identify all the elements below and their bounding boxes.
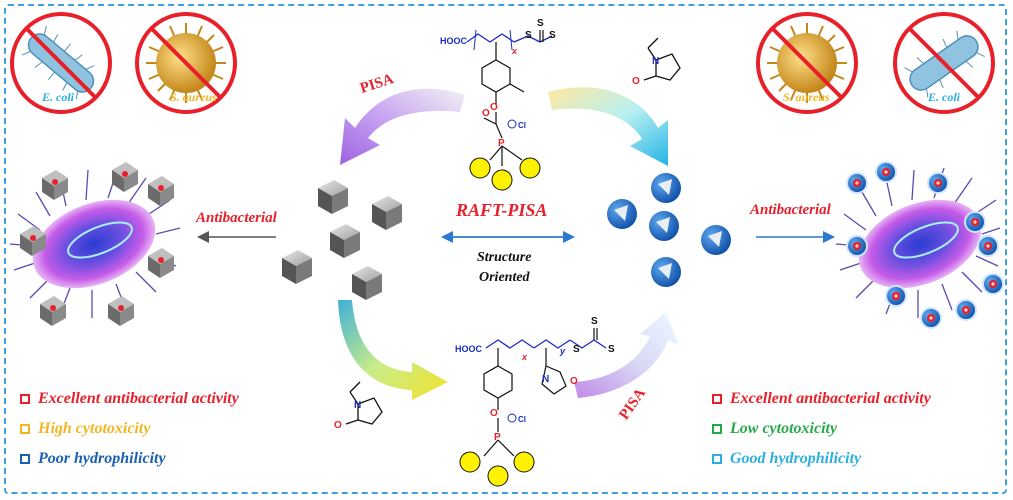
no-saureus-left-icon: [135, 12, 237, 114]
legend-right-item: Low cytotoxicity: [712, 420, 837, 438]
raft-pisa-label: RAFT-PISA: [456, 200, 548, 220]
legend-left-text: High cytotoxicity: [38, 420, 151, 437]
saureus-right-label: S. aureus: [783, 90, 830, 104]
y-subscript-bottom: y: [559, 346, 566, 356]
dashed-frame: [4, 4, 1007, 494]
legend-left-text: Excellent antibacterial activity: [38, 390, 239, 407]
legend-right-item: Good hydrophilicity: [712, 450, 861, 468]
legend-right-swatch: [712, 454, 722, 464]
s-atom-top-1: S: [525, 30, 532, 41]
legend-right-text: Good hydrophilicity: [730, 450, 862, 467]
n-atom-top: N: [652, 56, 659, 67]
legend-left-swatch: [20, 454, 30, 464]
s-atom-top-3: S: [549, 30, 556, 41]
o-atom-top-2: O: [482, 108, 490, 119]
x-subscript-top: x: [511, 46, 518, 56]
o-atom-top: O: [490, 102, 498, 113]
legend-left-swatch: [20, 424, 30, 434]
pisa-bottom-left-curved-arrow: [338, 300, 448, 400]
legend-right-swatch: [712, 394, 722, 404]
p-atom-bottom: P: [494, 432, 501, 443]
hooc-label-bottom: HOOC: [455, 344, 483, 354]
legend-left-item: Poor hydrophilicity: [20, 450, 166, 468]
bacterium-left-icon: [9, 162, 181, 326]
no-saureus-right-icon: [756, 12, 858, 114]
legend-right-swatch: [712, 424, 722, 434]
micelle-cluster: [607, 173, 731, 287]
legend-left-swatch: [20, 394, 30, 404]
o-atom-bottom: O: [490, 408, 498, 419]
o-atom-nvp-bottom: O: [334, 420, 342, 431]
ecoli-left-label: E. coli: [42, 90, 74, 104]
no-ecoli-left-icon: [10, 12, 112, 114]
saureus-left-label: S. aureus: [170, 90, 217, 104]
pisa-top-left-curved-arrow: [340, 88, 465, 165]
structure-label: Structure: [477, 250, 532, 265]
p-atom-top: P: [498, 138, 505, 149]
n-atom-nvp-bottom: N: [354, 400, 361, 411]
legend-left-item: High cytotoxicity: [20, 420, 150, 438]
cl-atom-top: Cl: [518, 121, 526, 130]
pisa-bottom-right-curved-arrow: [574, 312, 678, 398]
hooc-label-top: HOOC: [440, 36, 468, 46]
macro-cta-structure: [466, 29, 553, 191]
nvp-monomer-bottom: [345, 381, 383, 425]
o-atom-nvp-top: O: [632, 76, 640, 87]
nanocube-cluster: [282, 180, 402, 300]
antibacterial-left-label: Antibacterial: [196, 210, 277, 226]
s-atom-top-2: S: [537, 18, 544, 29]
pisa-top-right-curved-arrow: [548, 87, 668, 166]
s-atom-bottom-3: S: [608, 344, 615, 355]
n-atom-bottom: N: [542, 374, 549, 385]
legend-right-item: Excellent antibacterial activity: [712, 390, 931, 408]
block-copolymer-structure: [459, 328, 607, 487]
attached-nanoparticles: [846, 161, 1004, 329]
s-atom-bottom-1: S: [573, 344, 580, 355]
oriented-label: Oriented: [479, 270, 530, 285]
o-atom-bottom-lactam: O: [570, 376, 578, 387]
bacterium-right-icon: [835, 161, 1004, 329]
antibacterial-right-label: Antibacterial: [750, 202, 831, 218]
legend-right-text: Excellent antibacterial activity: [730, 390, 931, 407]
legend-right-text: Low cytotoxicity: [730, 420, 838, 437]
nvp-monomer-top: [643, 37, 681, 81]
legend-left-item: Excellent antibacterial activity: [20, 390, 239, 408]
cl-atom-bottom: Cl: [518, 415, 526, 424]
attached-cubes: [20, 162, 174, 326]
legend-left-text: Poor hydrophilicity: [38, 450, 166, 467]
ecoli-right-label: E. coli: [928, 90, 960, 104]
s-atom-bottom-2: S: [591, 316, 598, 327]
x-subscript-bottom: x: [521, 352, 528, 362]
no-ecoli-right-icon: [893, 12, 995, 114]
